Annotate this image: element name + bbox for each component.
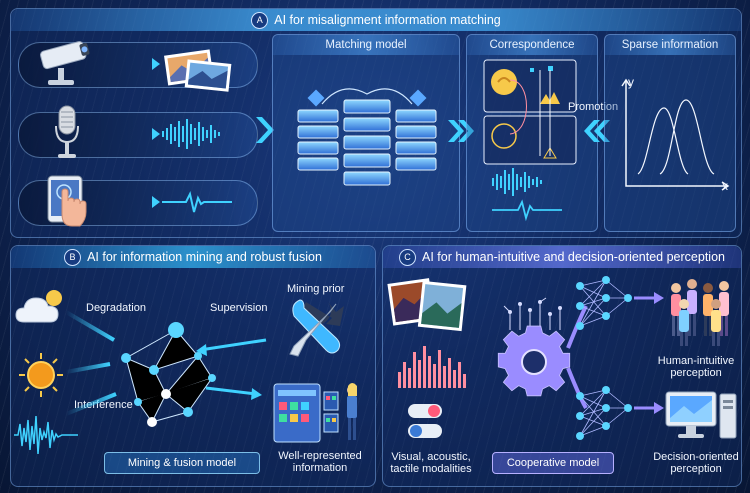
fusion-network-graph (64, 310, 267, 427)
represented-info-panel (273, 383, 357, 443)
toggle-icon (408, 404, 442, 438)
tools-icon (289, 299, 344, 357)
correspondence-cards-icon (483, 59, 577, 222)
chevron-right-icon (256, 117, 274, 143)
server-stack-icon (297, 88, 437, 186)
acoustic-bars-icon (398, 346, 466, 388)
decision-oriented-line1: Decision-oriented (653, 451, 739, 463)
sparse-information-title: Sparse information (605, 35, 735, 55)
correspondence-title: Correspondence (467, 35, 597, 55)
degradation-label: Degradation (86, 302, 146, 314)
panel-b-header: B AI for information mining and robust f… (11, 246, 375, 268)
decision-oriented-label: Decision-oriented perception (644, 451, 748, 475)
audio-wave-icon (162, 119, 220, 149)
modalities-label: Visual, acoustic, tactile modalities (384, 451, 478, 475)
human-intuitive-label: Human-intuitive perception (646, 355, 746, 379)
panel-b-letter: B (64, 248, 82, 266)
promotion-label: Promotion (568, 101, 619, 113)
modalities-line2: tactile modalities (390, 463, 472, 475)
camera-icon (40, 41, 90, 85)
mining-fusion-model-tag: Mining & fusion model (104, 452, 260, 474)
decision-oriented-line2: perception (670, 463, 722, 475)
cooperative-model-tag: Cooperative model (492, 452, 614, 474)
signal-wave-icon (14, 415, 78, 455)
sun-icon (19, 353, 63, 397)
monitor-icon (665, 391, 737, 439)
interference-label: Interference (74, 399, 133, 411)
tactile-signal-icon (162, 191, 232, 213)
well-represented-line1: Well-represented (278, 450, 362, 462)
panel-b-title: AI for information mining and robust fus… (87, 250, 322, 264)
panel-a-header: A AI for misalignment information matchi… (11, 9, 741, 31)
cloud-icon (15, 290, 62, 323)
well-represented-label: Well-represented information (268, 450, 372, 474)
panel-c-header: C AI for human-intuitive and decision-or… (383, 246, 741, 268)
human-intuitive-line1: Human-intuitive (657, 355, 735, 367)
axis-x-label: x (722, 179, 728, 193)
modalities-line1: Visual, acoustic, (391, 451, 471, 463)
matching-model-title: Matching model (273, 35, 459, 55)
sparse-information-box: Sparse information (604, 34, 736, 232)
human-intuitive-line2: perception (670, 367, 722, 379)
panel-c-letter: C (399, 248, 417, 266)
axis-y-label: y (628, 75, 634, 89)
panel-a-title: AI for misalignment information matching (274, 13, 501, 27)
supervision-label: Supervision (210, 302, 268, 314)
perception-networks (566, 276, 664, 440)
tablet-touch-icon (47, 175, 87, 227)
gear-icon (470, 297, 571, 397)
well-represented-line2: information (292, 462, 348, 474)
panel-c-title: AI for human-intuitive and decision-orie… (422, 250, 725, 264)
input-arrows (96, 58, 160, 208)
microphone-icon (55, 105, 79, 158)
chevron-double-left-icon (584, 120, 610, 142)
photo-stack-icon (164, 49, 232, 92)
panel-a-letter: A (251, 11, 269, 29)
visual-photos-icon (387, 278, 467, 332)
sparse-curve-plot (621, 78, 730, 191)
mining-prior-label: Mining prior (287, 283, 345, 295)
people-icon (671, 279, 729, 346)
